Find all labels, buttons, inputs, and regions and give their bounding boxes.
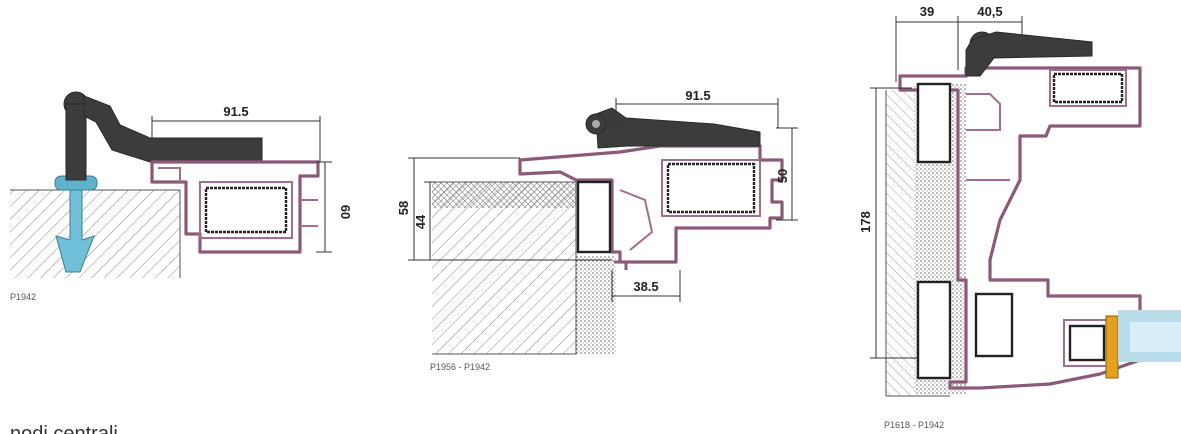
hinge-2 [585, 107, 761, 149]
insulation-2 [576, 256, 616, 354]
caption-3: P1618 - P1942 [884, 420, 944, 430]
dimension-lines-3 [870, 16, 1023, 359]
hinge-3 [965, 31, 1093, 77]
gasket-3 [1105, 315, 1119, 379]
dim-height-side-2: 50 [775, 169, 790, 183]
diagram-3: 39 40,5 178 P1618 - P1942 [858, 4, 1181, 430]
dim-top-right-3: 40,5 [977, 4, 1002, 19]
dim-left-outer-2: 58 [396, 201, 411, 215]
frame-profile-3 [898, 66, 1142, 390]
diagram-1: 91.5 60 P1942 [10, 91, 353, 302]
dim-bottom-2: 38.5 [633, 279, 658, 294]
diagram-2: 91.5 50 58 44 38.5 P1956 - P1942 [396, 88, 798, 372]
dimension-lines-2 [408, 98, 798, 302]
dim-top-left-3: 39 [920, 4, 934, 19]
hinge-1 [63, 91, 263, 181]
wall-hatch-3 [886, 90, 914, 396]
caption-1: P1942 [10, 292, 36, 302]
dim-width-top-2: 91.5 [685, 88, 710, 103]
dim-width-top-1: 91.5 [223, 104, 248, 119]
frame-profile-1 [150, 160, 320, 254]
dim-left-inner-2: 44 [413, 214, 428, 229]
wall-hatch-2 [432, 182, 576, 354]
dim-height-left-3: 178 [858, 211, 873, 233]
dim-height-side-1: 60 [338, 205, 353, 219]
section-heading: nodi centrali [10, 423, 118, 434]
caption-2: P1956 - P1942 [430, 362, 490, 372]
wall-hatch-1 [10, 190, 180, 278]
dimension-lines-1 [151, 116, 332, 253]
